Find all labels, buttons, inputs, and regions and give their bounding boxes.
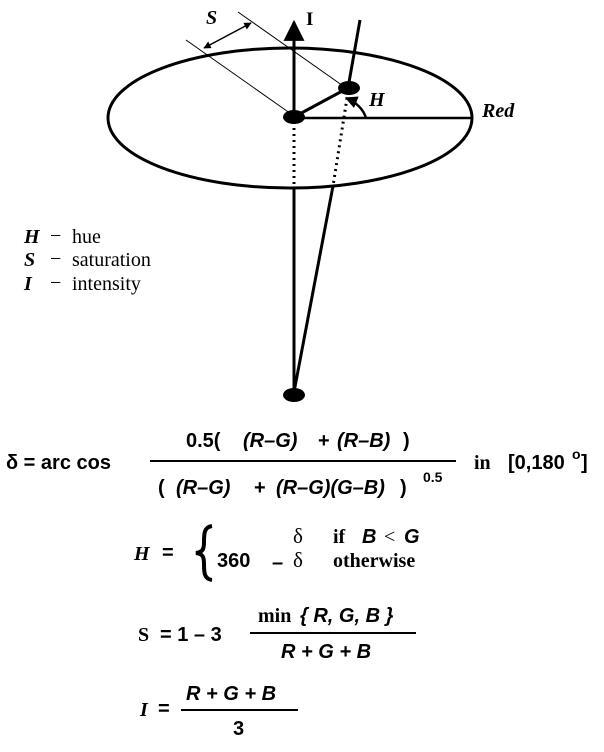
legend-i-dash: − [50,272,61,294]
sat-num-min: min [258,605,291,627]
delta-plus: + [318,430,330,452]
saturation-radius [293,87,347,119]
delta-den-b: (R–G)(G–B) [276,477,385,499]
delta-den-a: (R–G) [176,477,231,499]
saturation-guide-b [237,11,347,89]
int-den: 3 [233,718,244,740]
delta-den-open: ( [158,477,165,499]
int-lhs: I [139,699,149,721]
black-point-dot [283,388,305,402]
formula-saturation: S = 1 – 3 min { R, G, B } R + G + B [138,605,416,663]
color-vector-dotted [331,91,350,187]
saturation-arrow [203,22,252,49]
legend-s-symbol: S [24,249,35,271]
color-vector-bottom [292,185,335,393]
int-num: R + G + B [186,683,276,705]
color-point-dot [338,81,360,95]
hue-case2-value: 360 [217,550,250,572]
label-i: I [306,9,313,30]
sat-den: R + G + B [281,641,371,663]
legend-i-text: intensity [72,273,141,295]
sat-rhs: = 1 – 3 [160,624,222,646]
hue-eq: = [162,542,174,564]
legend-h-dash: − [50,225,61,247]
legend-i-symbol: I [23,273,33,295]
formula-intensity: I = R + G + B 3 [139,683,298,740]
delta-num-a: (R–G) [243,430,298,452]
hue-angle-arc [344,96,368,119]
delta-range: [0,180 [508,452,565,474]
delta-num-close: ) [403,430,410,452]
color-vector-top [346,19,362,89]
delta-den-close: ) [400,477,407,499]
delta-num-open: 0.5( [186,430,221,452]
hue-case1-lt: < [384,526,395,548]
delta-range-close: ] [581,452,588,474]
hue-case1-value: δ [293,524,303,548]
disk-center-dot [283,110,305,124]
delta-num-b: (R–B) [337,430,391,452]
hue-brace [195,524,213,582]
hue-case1-b: B [362,526,376,548]
legend-h-symbol: H [23,226,41,248]
hue-lhs: H [133,543,151,565]
delta-range-deg: o [572,446,581,462]
hue-case2-delta: δ [293,548,303,572]
legend-s-text: saturation [72,249,151,271]
hue-case1-g: G [404,526,420,548]
sat-num-args: { R, G, B } [300,605,394,627]
label-red: Red [481,100,515,122]
saturation-guide-a [185,39,295,117]
delta-den-plus: + [254,477,266,499]
hue-case2-word: otherwise [333,550,415,572]
int-eq: = [158,698,170,720]
hue-case2-minus: – [272,552,283,574]
formula-delta: δ = arc cos 0.5( (R–G) + (R–B) ) ( (R–G)… [6,430,588,499]
formula-hue: H = δ if B < G 360 – δ otherwise [133,524,420,582]
hue-case1-if: if [333,526,346,548]
legend-s-dash: − [50,248,61,270]
legend-h-text: hue [72,226,101,248]
legend: H − hue S − saturation I − intensity [23,225,151,295]
delta-den-exp: 0.5 [423,469,443,485]
label-h: H [368,89,386,111]
delta-lhs: δ = arc cos [6,452,111,474]
sat-lhs: S [138,624,149,646]
label-s: S [206,7,217,29]
delta-range-word: in [474,452,491,474]
